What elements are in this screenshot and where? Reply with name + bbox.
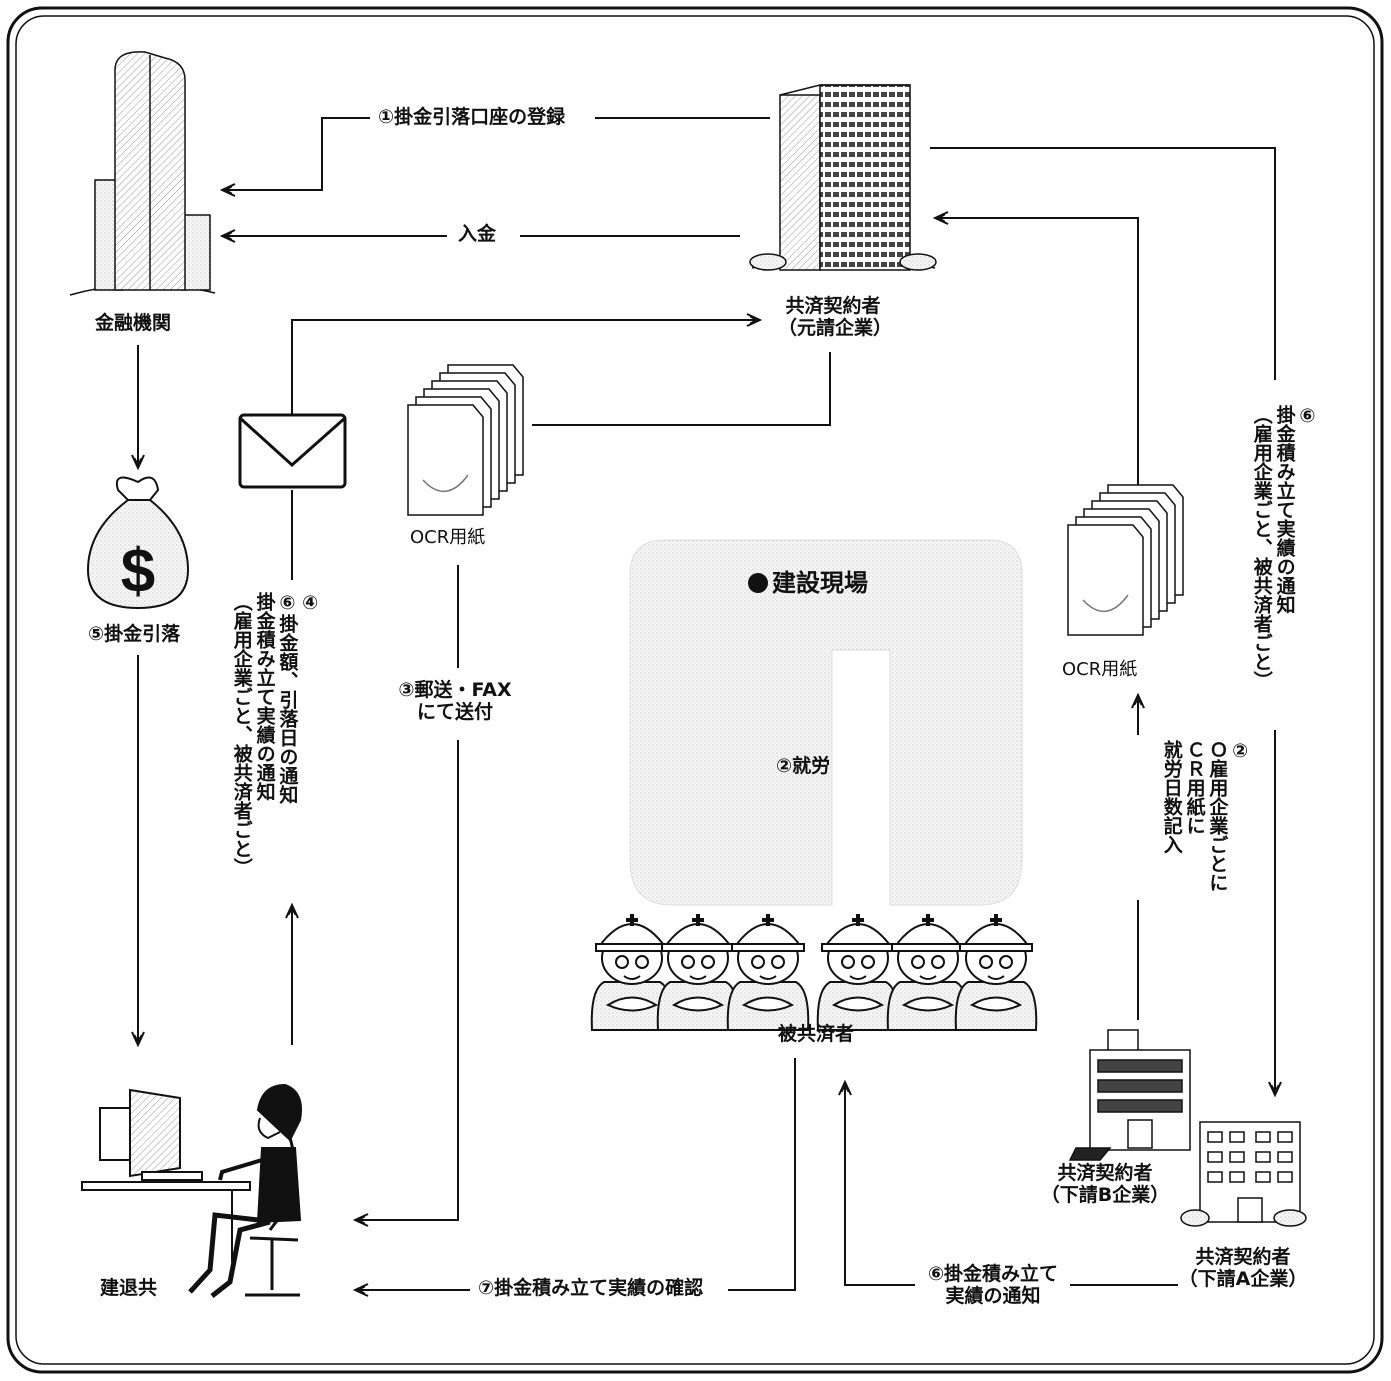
main-contractor-name: 共済契約者 [785,295,881,317]
main-contractor-label: 共済契約者 （元請企業） [778,295,893,340]
building-icon [1068,1029,1191,1161]
site-title-text: 建設現場 [772,569,868,597]
step6-bottom-label: ⑥掛金積み立て 実績の通知 [908,1263,1078,1308]
step6-right-label: ⑥ 掛金積み立て実績の通知 （雇用企業ごと、被共済者ごと） [1250,405,1319,690]
insured-label: 被共済者 [778,1023,855,1045]
step6-bottom-line1: ⑥掛金積み立て [927,1263,1059,1285]
money-bag-icon: $ [86,476,190,610]
helmet-worker-icon [656,914,740,1031]
deposit-label: 入金 [458,223,497,245]
sub-a-label: 共済契約者 （下請A企業） [1178,1246,1308,1291]
sub-b-name: 共済契約者 [1057,1162,1153,1184]
step7-label: ⑦掛金積み立て実績の確認 [478,1277,704,1299]
step1-label: ①掛金引落口座の登録 [378,106,566,128]
helmet-worker-icon [954,914,1038,1031]
helmet-worker-icon [816,914,900,1031]
sub-a-name: 共済契約者 [1195,1246,1291,1268]
svg-text:$: $ [121,537,155,606]
step3-label: ③郵送・FAX にて送付 [380,679,530,724]
step4-6-left-label: ④ ⑥掛金額、引落日の通知 掛金積み立て実績の通知 （雇用企業ごと、被共済者ごと… [230,592,322,877]
ocr-right-label: OCR用紙 [1062,659,1138,680]
work-label: ②就労 [776,755,831,777]
sub-a-type: （下請A企業） [1178,1267,1308,1290]
step5-label: ⑤掛金引落 [88,623,181,645]
step3-line2: にて送付 [416,700,493,723]
step6-bottom-line2: 実績の通知 [945,1284,1041,1307]
helmet-worker-icon [886,914,970,1031]
document-stack-icon [1067,484,1184,636]
sub-b-type: （下請B企業） [1040,1183,1170,1206]
computer-operator-icon [81,1083,302,1298]
building-icon [1180,1121,1307,1227]
office-tower-icon [69,51,216,296]
step2-right-label: ② Ｏ雇用企業ごとに ＣＲ用紙に 就労日数記入 [1160,740,1252,892]
bullet-icon [748,573,768,593]
construction-site-area [629,539,1023,906]
step3-line1: ③郵送・FAX [398,679,512,701]
outer-frame [6,6,1384,1374]
document-stack-icon [407,364,524,516]
helmet-worker-icon [726,914,810,1031]
workers-group [590,914,1038,1031]
bank-label: 金融機関 [95,312,172,334]
main-contractor-type: （元請企業） [778,316,893,339]
kentaikyo-label: 建退共 [100,1277,158,1299]
site-title: 建設現場 [748,563,868,598]
sub-b-label: 共済契約者 （下請B企業） [1040,1162,1170,1207]
building-icon [749,84,937,271]
envelope-icon [238,413,347,489]
connectors [138,117,1275,1290]
ocr-left-label: OCR用紙 [410,527,486,548]
